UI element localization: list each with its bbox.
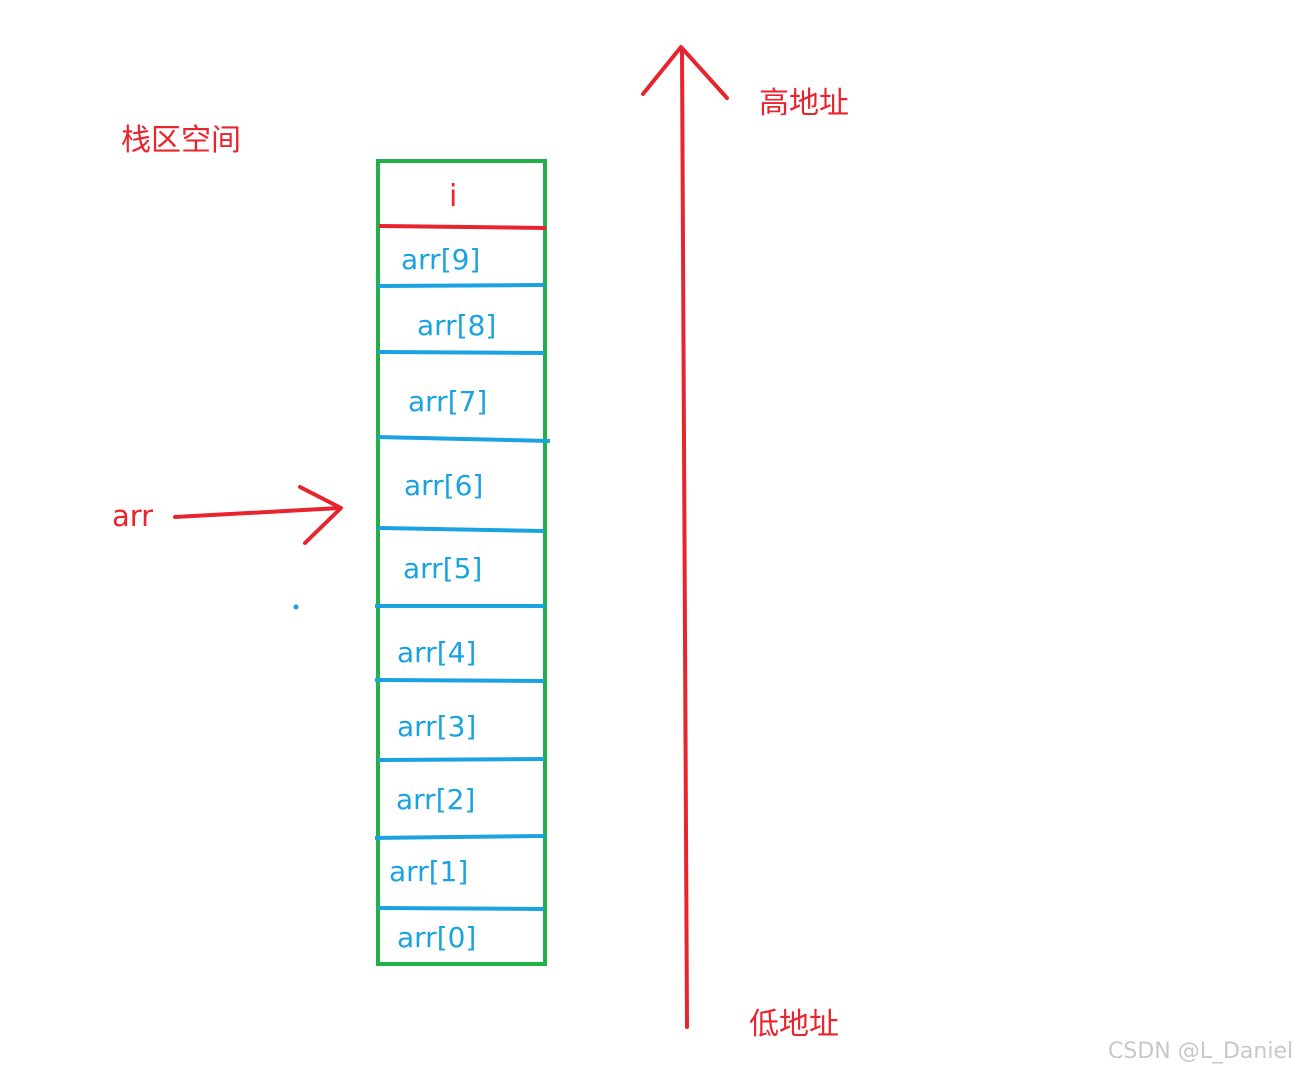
address-arrow-icon	[641, 45, 729, 1029]
separator-3-2	[377, 757, 545, 762]
cell-label: arr[3]	[397, 710, 476, 743]
pointer-label: arr	[112, 499, 153, 533]
low-address-label: 低地址	[749, 1007, 839, 1042]
cell-label: arr[1]	[389, 855, 468, 888]
cell-label: arr[8]	[417, 309, 496, 342]
cell-separators	[374, 283, 551, 911]
cell-label: arr[7]	[408, 385, 487, 418]
separator-8-7	[377, 350, 545, 355]
separator-4-3	[374, 678, 545, 683]
cell-label: arr[2]	[396, 783, 475, 816]
pointer-arrow-icon	[173, 485, 343, 545]
cell-label: arr[0]	[397, 921, 476, 954]
stack-box	[376, 159, 547, 966]
cell-label-i: i	[449, 179, 457, 214]
cell-label: arr[9]	[401, 243, 480, 276]
diagram-title: 栈区空间	[121, 123, 241, 158]
cell-label: arr[5]	[403, 552, 482, 585]
separator-i	[378, 224, 547, 230]
separator-6-5	[377, 526, 545, 533]
separator-2-1	[374, 834, 546, 840]
cell-label: arr[6]	[404, 469, 483, 502]
cell-label: arr[4]	[397, 636, 476, 669]
separator-7-6	[377, 435, 551, 443]
separator-1-0	[377, 906, 545, 911]
high-address-label: 高地址	[759, 86, 849, 121]
watermark: CSDN @L_Daniel	[1108, 1039, 1293, 1064]
stray-dot	[293, 604, 299, 610]
separator-9-8	[377, 283, 546, 288]
